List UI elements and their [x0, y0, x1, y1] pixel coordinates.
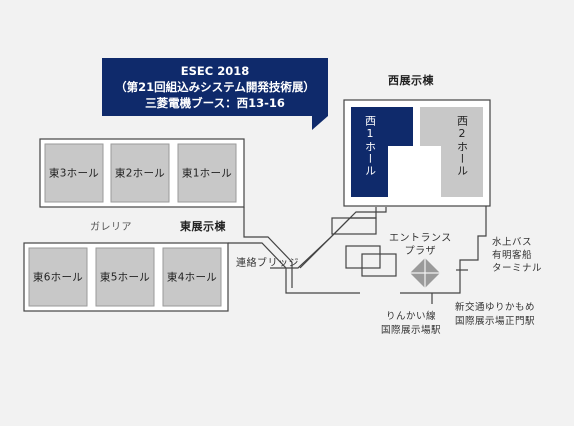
west2-hall-block	[420, 107, 483, 197]
west1-cutout	[388, 146, 413, 197]
water-bus-label: 水上バス 有明客船 ターミナル	[492, 236, 542, 275]
callout-event-subtitle: （第21回組込みシステム開発技術展）	[115, 80, 315, 94]
east-building-label: 東展示棟	[180, 220, 226, 233]
rinkai-station-label: りんかい線 国際展示場駅	[381, 310, 441, 338]
east5-hall-label: 東5ホール	[99, 271, 151, 284]
yurikamome-station-line2: 国際展示場正門駅	[455, 316, 536, 327]
west2-hall-label: 西2ホール	[455, 115, 469, 177]
east6-hall-label: 東6ホール	[32, 271, 84, 284]
east4-hall-block	[162, 247, 222, 307]
east4-hall-label: 東4ホール	[166, 271, 218, 284]
west-building-label: 西展示棟	[388, 74, 434, 87]
east2-hall-label: 東2ホール	[114, 167, 166, 180]
callout-booth-location: 三菱電機ブース：西13-16	[145, 96, 285, 110]
entrance-plaza-label: エントランス プラザ	[389, 232, 452, 258]
entrance-plaza-label-line2: プラザ	[404, 246, 437, 257]
bridge-label: 連絡ブリッジ	[236, 258, 299, 269]
rinkai-station-line2: 国際展示場駅	[381, 325, 442, 336]
east1-hall-block	[177, 143, 237, 203]
east6-hall-block	[28, 247, 88, 307]
water-bus-line3: ターミナル	[492, 263, 543, 274]
east3-hall-block	[44, 143, 104, 203]
entrance-plaza-diamond	[410, 258, 440, 288]
water-bus-line1: 水上バス	[492, 237, 533, 248]
yurikamome-station-label: 新交通ゆりかもめ 国際展示場正門駅	[455, 301, 535, 329]
west1-hall-label: 西1ホール	[363, 115, 377, 177]
entrance-plaza-label-line1: エントランス	[389, 233, 452, 244]
callout-pointer	[312, 116, 328, 130]
rinkai-station-line1: りんかい線	[386, 311, 437, 322]
yurikamome-station-line1: 新交通ゆりかもめ	[455, 302, 536, 313]
east3-hall-label: 東3ホール	[48, 167, 100, 180]
east-halls	[28, 143, 237, 307]
east5-hall-block	[95, 247, 155, 307]
water-bus-line2: 有明客船	[492, 250, 533, 261]
callout-event-name: ESEC 2018	[180, 64, 250, 78]
east2-hall-block	[110, 143, 170, 203]
booth-callout: ESEC 2018 （第21回組込みシステム開発技術展） 三菱電機ブース：西13…	[102, 58, 328, 116]
galleria-label: ガレリア	[90, 222, 132, 233]
walkways	[228, 206, 487, 304]
east1-hall-label: 東1ホール	[181, 167, 233, 180]
